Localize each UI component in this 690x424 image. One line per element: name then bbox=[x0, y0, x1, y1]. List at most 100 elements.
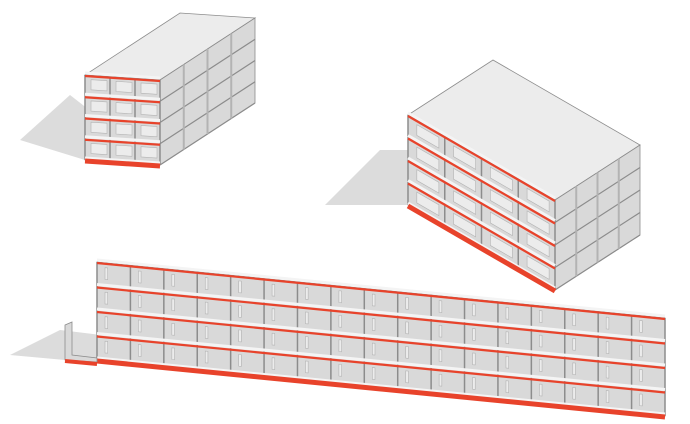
bay-opening bbox=[438, 373, 443, 387]
bay-opening bbox=[453, 145, 476, 170]
bay-opening bbox=[438, 300, 443, 313]
bay-opening bbox=[204, 301, 209, 315]
bay-opening bbox=[572, 313, 576, 327]
bay-opening bbox=[372, 318, 376, 331]
bay-opening bbox=[405, 346, 409, 359]
slab-edge-highlight bbox=[84, 158, 161, 169]
bay-opening bbox=[305, 360, 309, 374]
bay-opening bbox=[639, 320, 643, 333]
slab-edge-highlight bbox=[96, 261, 666, 321]
bay-opening bbox=[338, 290, 342, 304]
bay-opening bbox=[526, 232, 550, 258]
bay-opening bbox=[416, 146, 440, 172]
bay-opening bbox=[338, 314, 342, 328]
floor-slab bbox=[96, 283, 666, 342]
bay-opening bbox=[138, 270, 142, 284]
bay-opening bbox=[204, 277, 209, 290]
bay-opening bbox=[271, 357, 276, 371]
retaining-wall bbox=[64, 321, 98, 363]
bay-opening bbox=[171, 347, 175, 361]
bay-opening bbox=[453, 212, 476, 238]
bay-opening bbox=[539, 334, 543, 348]
bay-opening bbox=[305, 287, 309, 300]
floor-slab bbox=[84, 92, 161, 101]
bay-opening bbox=[490, 211, 513, 237]
bay-opening bbox=[639, 393, 643, 407]
bay-opening bbox=[90, 79, 108, 92]
slab-edge-highlight bbox=[96, 358, 666, 420]
bay-opening bbox=[140, 82, 158, 95]
floor-slab bbox=[407, 134, 556, 222]
bay-opening bbox=[605, 316, 610, 330]
bay-opening bbox=[639, 369, 643, 382]
slab-edge-highlight bbox=[96, 286, 666, 345]
bay-opening bbox=[372, 367, 376, 380]
bay-opening bbox=[472, 303, 476, 317]
bay-opening bbox=[416, 169, 440, 194]
bay-opening bbox=[526, 210, 550, 235]
bay-opening bbox=[238, 305, 242, 318]
corner-block bbox=[325, 59, 641, 294]
bay-opening bbox=[90, 143, 108, 155]
bay-opening bbox=[171, 322, 175, 336]
bay-opening bbox=[505, 380, 509, 394]
floor-slab bbox=[96, 258, 666, 318]
floor-slab bbox=[407, 111, 556, 200]
floor-slab bbox=[407, 156, 556, 245]
floor-slab bbox=[84, 71, 161, 80]
floor-slab bbox=[96, 307, 666, 367]
bay-opening bbox=[140, 125, 158, 138]
bay-opening bbox=[438, 324, 443, 338]
bay-opening bbox=[171, 273, 175, 287]
bay-opening bbox=[526, 187, 550, 213]
bay-opening bbox=[104, 340, 108, 354]
bay-opening bbox=[416, 191, 440, 217]
bay-opening bbox=[472, 377, 476, 390]
slab-edge-highlight bbox=[84, 138, 161, 146]
slab-edge-highlight bbox=[406, 203, 557, 294]
foundation-highlight bbox=[64, 359, 98, 366]
bay-opening bbox=[572, 386, 576, 400]
bay-opening bbox=[305, 336, 309, 349]
slab-edge-highlight bbox=[407, 160, 556, 247]
shadow bbox=[325, 150, 408, 205]
bay-opening bbox=[372, 293, 376, 307]
bay-opening bbox=[605, 341, 610, 354]
bay-opening bbox=[238, 329, 242, 343]
bay-opening bbox=[90, 100, 108, 113]
bay-opening bbox=[140, 103, 158, 116]
bay-opening bbox=[505, 306, 509, 320]
bay-opening bbox=[490, 234, 513, 259]
bay-opening bbox=[171, 298, 175, 312]
bay-opening bbox=[271, 308, 276, 322]
slab-edge-highlight bbox=[84, 74, 161, 83]
bay-opening bbox=[271, 332, 276, 346]
bay-opening bbox=[416, 124, 440, 149]
bay-opening bbox=[338, 339, 342, 353]
bay-opening bbox=[490, 189, 513, 214]
floor-slab bbox=[84, 135, 161, 144]
bay-opening bbox=[305, 311, 309, 325]
bay-opening bbox=[271, 283, 276, 297]
bay-opening bbox=[539, 383, 543, 397]
floor-slab bbox=[84, 156, 161, 165]
bay-opening bbox=[90, 121, 108, 134]
bay-opening bbox=[605, 365, 610, 379]
bay-opening bbox=[405, 370, 409, 384]
bay-opening bbox=[539, 310, 543, 323]
bay-opening bbox=[104, 316, 108, 330]
bay-opening bbox=[505, 355, 509, 369]
slab-edge-highlight bbox=[84, 96, 161, 104]
bay-opening bbox=[405, 297, 409, 310]
bay-opening bbox=[572, 362, 576, 376]
bay-opening bbox=[115, 102, 133, 115]
bay-opening bbox=[639, 344, 643, 358]
bay-opening bbox=[539, 359, 543, 372]
slab-edge-highlight bbox=[84, 117, 161, 125]
slab-edge-highlight bbox=[96, 310, 666, 370]
slab-edge-highlight bbox=[96, 335, 666, 394]
long-block bbox=[10, 258, 666, 420]
bay-opening bbox=[138, 295, 142, 308]
